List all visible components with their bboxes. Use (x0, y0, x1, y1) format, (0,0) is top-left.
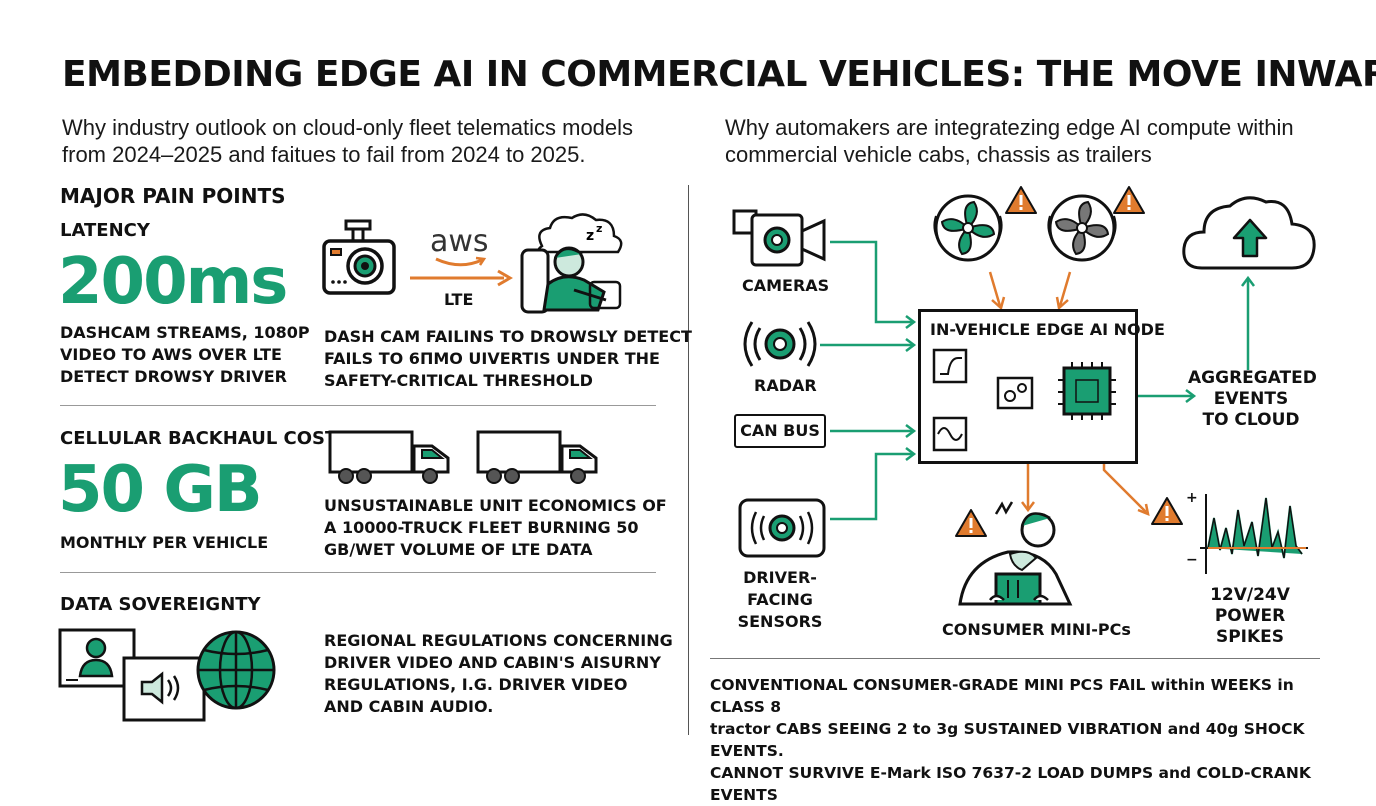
cameras-label: CAMERAS (742, 276, 830, 295)
aws-smile-icon (435, 256, 487, 267)
backhaul-detail-line-2: A 10000-TRUCK FLEET BURNING 50 (324, 518, 639, 537)
drowsy-driver-icon: z z (520, 213, 623, 314)
bottom-note-line-3: CANNOT SURVIVE E-Mark ISO 7637-2 LOAD DU… (710, 764, 1311, 804)
power-spikes-line-2: SPIKES (1215, 627, 1285, 647)
plus-symbol: + (1186, 490, 1198, 506)
dashcam-icon (322, 219, 396, 295)
subtitle-left-line-1: Why industry outlook on cloud-only fleet… (62, 115, 634, 140)
bottom-note-line-2: tractor CABS SEEING 2 to 3g SUSTAINED VI… (710, 720, 1305, 760)
power-spike-icon (1200, 494, 1308, 574)
backhaul-label: CELLULAR BACKHAUL COST (60, 428, 338, 449)
latency-desc-line-3: DETECT DROWSY DRIVER (60, 367, 287, 386)
cloud-upload-icon (1182, 196, 1316, 270)
driver-sensor-icon (738, 498, 826, 558)
camera-icon (732, 209, 826, 267)
sovereignty-detail-line-2: DRIVER VIDEO AND CABIN'S AISURNY (324, 653, 661, 672)
driver-sensors-line-2: SENSORS (737, 612, 823, 631)
warning-icon-2 (1113, 186, 1145, 214)
lte-label: LTE (444, 290, 474, 309)
lte-arrow-icon (410, 269, 513, 287)
latency-detail-line-3: SAFETY-CRITICAL THRESHOLD (324, 371, 593, 390)
edge-ai-node-internals (932, 348, 1116, 452)
latency-detail: DASH CAM FAILINS TO DROWSLY DETECT FAILS… (324, 326, 692, 392)
backhaul-detail-line-3: GB/WET VOLUME OF LTE DATA (324, 540, 593, 559)
latency-detail-line-1: DASH CAM FAILINS TO DROWSLY DETECT (324, 327, 692, 346)
cloud-output-line-1: AGGREGATED (1188, 368, 1317, 388)
backhaul-detail-line-1: UNSUSTAINABLE UNIT ECONOMICS OF (324, 496, 667, 515)
latency-value: 200ms (58, 245, 288, 319)
driver-sensors-label: DRIVER-FACING SENSORS (718, 567, 842, 633)
warning-icon-4 (1151, 497, 1183, 525)
pain-points-heading: MAJOR PAIN POINTS (60, 184, 286, 208)
sovereignty-detail: REGIONAL REGULATIONS CONCERNING DRIVER V… (324, 630, 673, 718)
warning-icon (1005, 186, 1037, 214)
mini-pcs-label: CONSUMER MINI-PCs (942, 620, 1131, 639)
subtitle-right-line-1: Why automakers are integratezing edge AI… (725, 115, 1294, 140)
sovereignty-detail-line-3: REGULATIONS, I.G. DRIVER VIDEO (324, 675, 628, 694)
backhaul-detail: UNSUSTAINABLE UNIT ECONOMICS OF A 10000-… (324, 495, 667, 561)
power-spikes-label: 12V/24V POWER SPIKES (1172, 585, 1328, 648)
backhaul-desc: MONTHLY PER VEHICLE (60, 533, 269, 552)
truck-icon (328, 430, 450, 484)
edge-ai-node-title: IN-VEHICLE EDGE AI NODE (930, 320, 1165, 339)
can-bus-label: CAN BUS (734, 414, 826, 448)
section-divider-2 (60, 572, 656, 573)
backhaul-value: 50 GB (58, 453, 263, 527)
latency-detail-line-2: FAILS TO 6ΠMO UIVERTIS UNDER THE (324, 349, 660, 368)
svg-text:z: z (586, 228, 594, 244)
column-divider (688, 185, 689, 735)
section-divider-1 (60, 405, 656, 406)
fan-icon-2 (1047, 194, 1117, 262)
overheated-mini-pc-icon (958, 501, 1073, 606)
minus-symbol: − (1186, 552, 1198, 568)
driver-video-audio-globe-icon (58, 628, 276, 722)
sovereignty-label: DATA SOVEREIGNTY (60, 594, 261, 615)
sovereignty-detail-line-1: REGIONAL REGULATIONS CONCERNING (324, 631, 673, 650)
cloud-output-line-2: EVENTS (1213, 389, 1289, 409)
radar-label: RADAR (754, 376, 817, 395)
power-spikes-line-1: 12V/24V POWER (1210, 585, 1290, 626)
bottom-note: CONVENTIONAL CONSUMER-GRADE MINI PCS FAI… (710, 674, 1340, 806)
subtitle-left: Why industry outlook on cloud-only fleet… (62, 114, 682, 168)
radar-icon (743, 321, 817, 367)
subtitle-right: Why automakers are integratezing edge AI… (725, 114, 1345, 168)
subtitle-right-line-2: commercial vehicle cabs, chassis as trai… (725, 142, 1152, 167)
subtitle-left-line-2: from 2024–2025 and faitues to fail from … (62, 142, 586, 167)
warning-icon-3 (955, 509, 987, 537)
fan-icon (933, 194, 1003, 262)
truck-icon-2 (476, 430, 598, 484)
bottom-rule (710, 658, 1320, 659)
cloud-output-line-3: TO CLOUD (1202, 410, 1300, 430)
bottom-note-line-1: CONVENTIONAL CONSUMER-GRADE MINI PCS FAI… (710, 676, 1294, 716)
page-title: EMBEDDING EDGE AI IN COMMERCIAL VEHICLES… (62, 54, 1376, 95)
svg-text:z: z (596, 222, 602, 235)
aws-logo-text: aws (430, 224, 489, 259)
sovereignty-detail-line-4: AND CABIN AUDIO. (324, 697, 494, 716)
latency-desc-line-1: DASHCAM STREAMS, 1080P (60, 323, 310, 342)
latency-label: LATENCY (60, 220, 150, 241)
cloud-output-label: AGGREGATED EVENTS TO CLOUD (1188, 368, 1317, 431)
driver-sensors-line-1: DRIVER-FACING (743, 568, 817, 609)
latency-desc-line-2: VIDEO TO AWS OVER LTE (60, 345, 282, 364)
latency-desc: DASHCAM STREAMS, 1080P VIDEO TO AWS OVER… (60, 322, 310, 388)
